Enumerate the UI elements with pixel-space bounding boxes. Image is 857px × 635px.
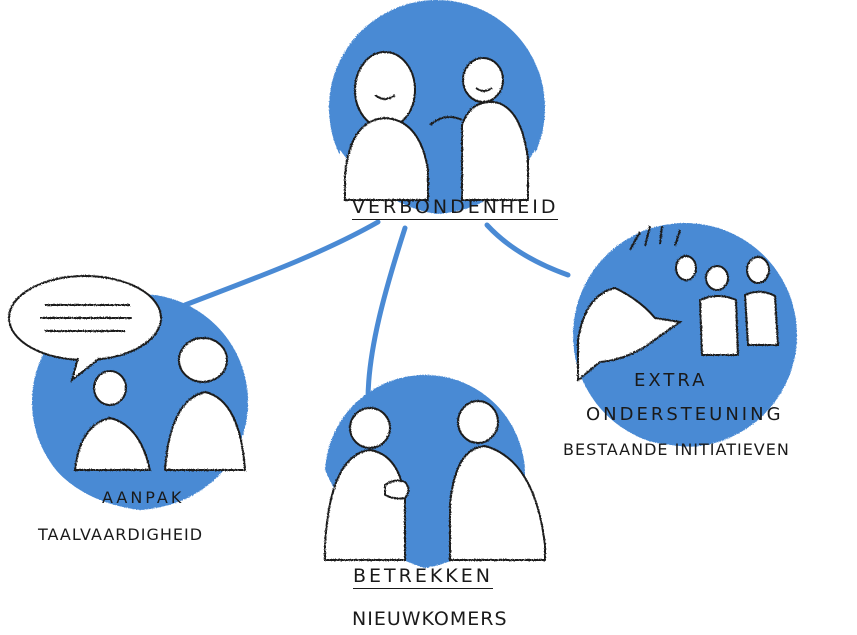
left-label-line2: TAALVAARDIGHEID bbox=[38, 525, 204, 544]
right-label-line2: ONDERSTEUNING bbox=[586, 404, 784, 425]
middle-label-line2: NIEUWKOMERS bbox=[352, 608, 508, 630]
right-illustration bbox=[573, 223, 798, 450]
center-illustration bbox=[329, 0, 545, 216]
connector-left bbox=[182, 219, 381, 308]
handshake-icon bbox=[324, 400, 546, 561]
two-people-greeting-icon bbox=[344, 51, 529, 201]
connector-right bbox=[484, 222, 571, 278]
left-label-line1: AANPAK bbox=[102, 488, 185, 507]
connector-middle bbox=[365, 225, 408, 403]
middle-illustration bbox=[324, 375, 546, 575]
speech-bubble-conversation-icon bbox=[8, 275, 247, 471]
right-label-line3: BESTAANDE INITIATIEVEN bbox=[563, 440, 790, 459]
helping-hand-group-icon bbox=[577, 225, 780, 383]
left-illustration bbox=[8, 275, 250, 515]
middle-label-line1: BETREKKEN bbox=[353, 565, 493, 589]
right-label-line1: EXTRA bbox=[634, 370, 708, 391]
center-label: VERBONDENHEID bbox=[352, 196, 559, 220]
connectors bbox=[182, 219, 571, 403]
